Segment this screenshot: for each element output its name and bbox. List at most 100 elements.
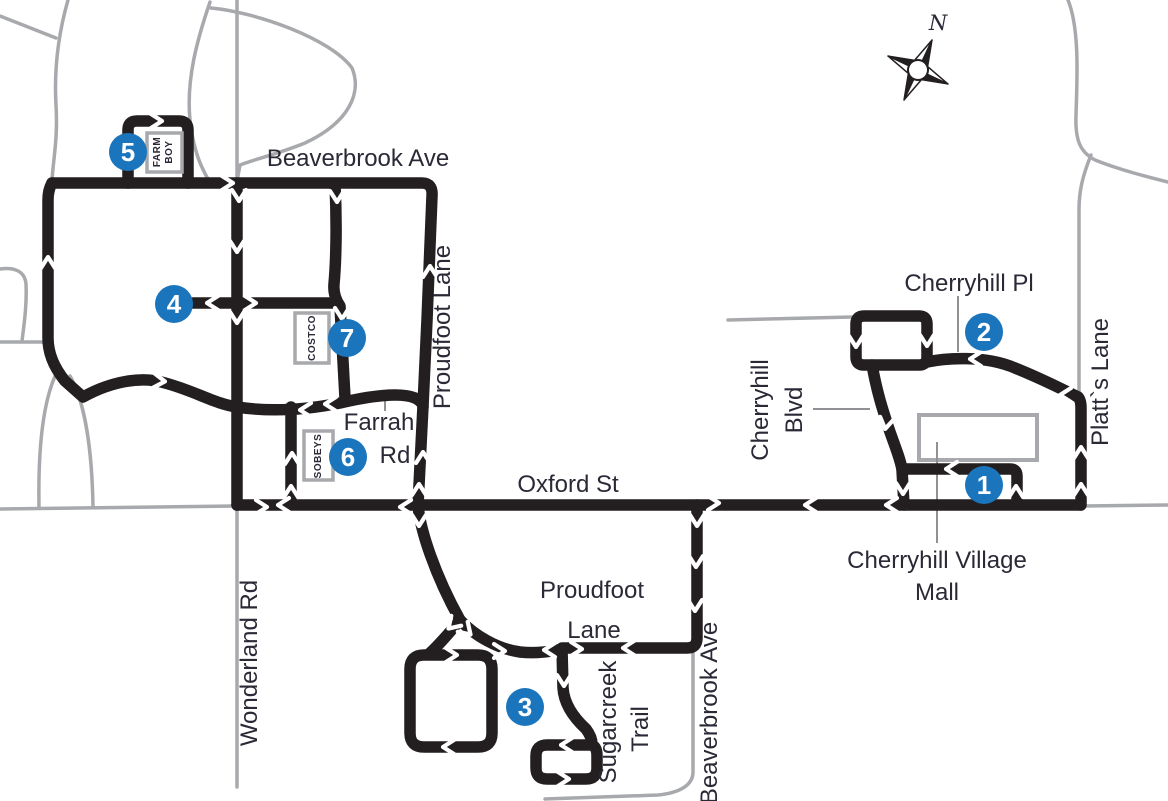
street-label-oxford-st: Oxford St [517,471,619,498]
direction-arrow-icon [420,263,440,280]
direction-arrow-icon [409,512,429,529]
farm-boy-box [145,131,184,174]
direction-arrow-icon [1057,385,1074,405]
direction-arrow-icon [685,597,705,614]
sobeys-label: SOBEYS [313,434,324,479]
route-costco-leg [328,178,351,404]
stop-5-number: 5 [121,137,135,167]
direction-arrow-icon [227,238,247,255]
street-label-beaverbrook-ave-south: Beaverbrook Ave [696,622,723,801]
stop-2-badge: 2 [965,313,1003,351]
route-platts-lane [1072,391,1087,511]
costco-box [293,311,331,365]
background-road-oxford-east-gray [1082,503,1168,508]
direction-arrow-icon [943,459,960,479]
direction-arrow-icon [282,450,302,467]
direction-arrow-icon [1071,444,1091,461]
direction-arrow-icon [151,371,168,390]
direction-arrow-icon [554,672,574,689]
route-farmboy-loop [122,115,194,189]
route-direction-arrows [38,111,1091,789]
stop-3-badge: 3 [506,688,544,726]
bus-route [42,115,1087,785]
street-label-farrah-line2: Rd [380,442,411,469]
route-stops: 1 2 3 4 5 6 7 [109,133,1003,726]
street-label-cherryhill-pl: Cherryhill Pl [904,270,1033,297]
route-proudfoot-lower-east [454,614,568,659]
direction-arrow-icon [1006,483,1026,500]
street-label-cherryhill-blvd-line1: Cherryhill [747,359,774,460]
direction-arrow-icon [219,173,236,193]
direction-arrow-icon [446,613,464,631]
stop-6-badge: 6 [329,438,367,476]
direction-arrow-icon [491,641,508,661]
background-road-left-hook [0,266,28,343]
compass-center-circle [907,59,929,81]
direction-arrow-icon [1071,481,1091,498]
direction-arrow-icon [297,400,314,420]
direction-arrow-icon [443,645,460,665]
stop-6-number: 6 [341,442,355,472]
street-labels: Beaverbrook Ave Proudfoot Lane Farrah Rd… [236,145,1114,801]
direction-arrow-icon [204,293,221,313]
label-mall-line1: Cherryhill Village [847,547,1027,574]
direction-arrow-icon [558,735,575,755]
background-road-topleft-vertical [50,0,70,183]
direction-arrow-icon [413,449,433,466]
street-label-wonderland-rd: Wonderland Rd [236,580,263,746]
direction-arrow-icon [242,293,259,313]
farm-boy-label-line2: BOY [164,140,175,163]
street-label-platts-lane: Platt`s Lane [1087,318,1114,446]
route-sugarcreek-leg [556,643,598,750]
direction-arrow-icon [686,553,706,570]
direction-arrow-icon [38,254,58,271]
street-label-cherryhill-blvd-line2: Blvd [781,387,808,434]
direction-arrow-icon [281,483,301,500]
stop-1-badge: 1 [965,466,1003,504]
route-west-loop-farrah [42,177,429,416]
direction-arrow-icon [332,305,352,322]
direction-arrow-icon [227,309,247,326]
direction-arrow-icon [802,495,819,515]
stop-1-number: 1 [977,470,991,500]
background-road-left-ramp-west [37,372,58,509]
direction-arrow-icon [893,480,913,497]
direction-arrow-icon [705,493,722,513]
direction-arrow-icon [275,495,292,515]
street-label-sugarcreek-line2: Trail [627,706,654,752]
street-label-beaverbrook-ave-top: Beaverbrook Ave [267,145,449,172]
stop-7-number: 7 [340,323,354,353]
direction-arrow-icon [409,481,429,498]
direction-arrow-icon [967,349,984,369]
background-road-topright-curve [1066,0,1168,184]
background-road-oxford-west-gray [0,504,237,511]
stop-7-badge: 7 [328,319,366,357]
route-stop1-spur [899,463,1023,509]
stop-4-badge: 4 [155,285,193,323]
costco-label: COSTCO [307,315,318,361]
direction-arrow-icon [687,512,707,529]
direction-arrow-icon [148,111,165,131]
street-label-proudfoot-lane-vertical: Proudfoot Lane [429,245,456,409]
direction-arrow-icon [555,769,572,789]
compass-north-label: N [928,11,948,35]
store-boxes: FARM BOY COSTCO SOBEYS [145,131,335,482]
direction-arrow-icon [322,394,339,414]
direction-arrow-icon [883,495,900,515]
street-label-farrah-line1: Farrah [344,409,415,436]
direction-arrow-icon [620,638,637,658]
route-big-loop [404,649,498,753]
direction-arrow-icon [253,497,270,517]
direction-arrow-icon [541,640,558,660]
cherryhill-village-mall-building [917,413,1039,462]
stop-5-badge: 5 [109,133,147,171]
direction-arrow-icon [327,188,347,205]
direction-arrow-icon [917,332,937,349]
route-cherryhill-small-loop [850,310,933,371]
label-mall-line2: Mall [915,579,959,606]
direction-arrow-icon [397,497,414,517]
route-beaverbrook-proudfoot [46,177,466,626]
stop-3-number: 3 [518,692,532,722]
